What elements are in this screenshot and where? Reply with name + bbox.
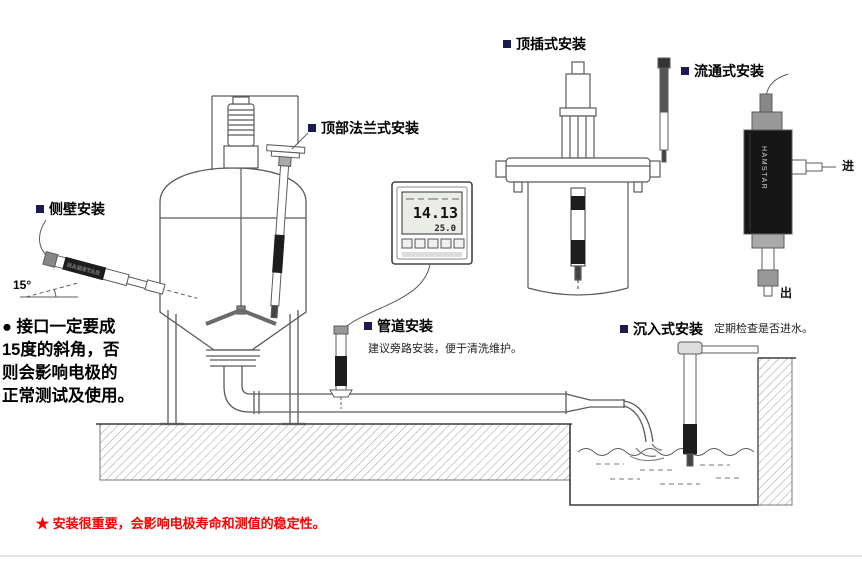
outlet-fitting [757, 269, 779, 287]
annotation-top-flange: 顶部法兰式安装 [308, 121, 419, 135]
angle-callout: 15° [13, 278, 32, 292]
motor-fins [228, 109, 254, 136]
probe-band [683, 424, 697, 454]
flange-bolt [513, 181, 523, 193]
tank [159, 167, 307, 426]
tank-legs [167, 310, 299, 424]
annotation-pipeline: 管道安装 [364, 319, 433, 333]
probe-band [571, 240, 585, 264]
ground-section [96, 357, 796, 506]
submersible-probe [677, 341, 759, 467]
bullet-square-icon [681, 67, 689, 75]
probe-band [272, 234, 285, 274]
flange-bolt [633, 181, 643, 193]
bullet-square-icon [503, 40, 511, 48]
mounting-bracket [699, 345, 759, 354]
pipeline [223, 366, 663, 457]
top-flange-probe [266, 144, 306, 319]
lcd-main-reading: 14.13 [413, 204, 458, 222]
flow-cell-body [743, 129, 793, 235]
bullet-square-icon [364, 322, 372, 330]
agitator-blades [205, 308, 277, 326]
gearbox [223, 145, 259, 169]
annotation-flow-through: 流通式安装 [681, 64, 764, 78]
pipeline-probe [329, 325, 353, 409]
outlet-label: 出 [780, 286, 793, 300]
top-insert-assembly [495, 61, 661, 296]
pipeline-note: 建议旁路安装，便于清洗维护。 [368, 343, 522, 355]
motor-assembly [205, 95, 299, 326]
bottom-warning: ★ 安装很重要，会影响电极寿命和测值的稳定性。 [36, 516, 326, 531]
pool-water [577, 448, 755, 485]
inlet-label: 进 [842, 159, 855, 173]
brand-text: HAMSTAR [760, 146, 767, 190]
bullet-square-icon [620, 325, 628, 333]
lcd-secondary-reading: 25.0 [434, 224, 456, 234]
annotation-side-wall: 侧壁安装 [36, 202, 105, 216]
controller-cable [343, 263, 431, 329]
controller: 14.13 25.0 [391, 181, 473, 265]
flow-cell: HAMSTAR [743, 73, 836, 297]
flow-cell-cable [765, 73, 789, 97]
bullet-square-icon [308, 124, 316, 132]
electrode [657, 57, 671, 163]
annotation-label: 顶插式安装 [516, 36, 586, 52]
controller-buttons [401, 238, 465, 249]
annotation-label: 流通式安装 [694, 63, 764, 79]
angle-indicator [20, 282, 79, 298]
probe-band [335, 356, 347, 386]
side-note: ● 接口一定要成 15度的斜角，否 则会影响电极的 正常测试及使用。 [2, 318, 134, 405]
vessel-outline [527, 182, 629, 296]
annotation-top-insert: 顶插式安装 [503, 37, 586, 51]
inlet-fitting [791, 159, 807, 175]
support-frame [211, 95, 299, 170]
mounting-flange-plate [505, 157, 651, 183]
probe-band [571, 196, 585, 210]
submersible-note: 定期检查是否进水。 [714, 322, 813, 335]
flange-leader-line [291, 132, 309, 150]
probe-band [62, 256, 107, 281]
annotation-label: 侧壁安装 [49, 201, 105, 217]
annotation-submersible: 沉入式安装 定期检查是否进水。 [620, 322, 813, 336]
annotation-label: 顶部法兰式安装 [321, 120, 419, 136]
tank-outlet-flange [206, 349, 260, 367]
annotation-label: 管道安装 [377, 318, 433, 334]
annotation-label: 沉入式安装 [633, 321, 703, 337]
bullet-square-icon [36, 205, 44, 213]
outflow-stream [623, 400, 654, 443]
